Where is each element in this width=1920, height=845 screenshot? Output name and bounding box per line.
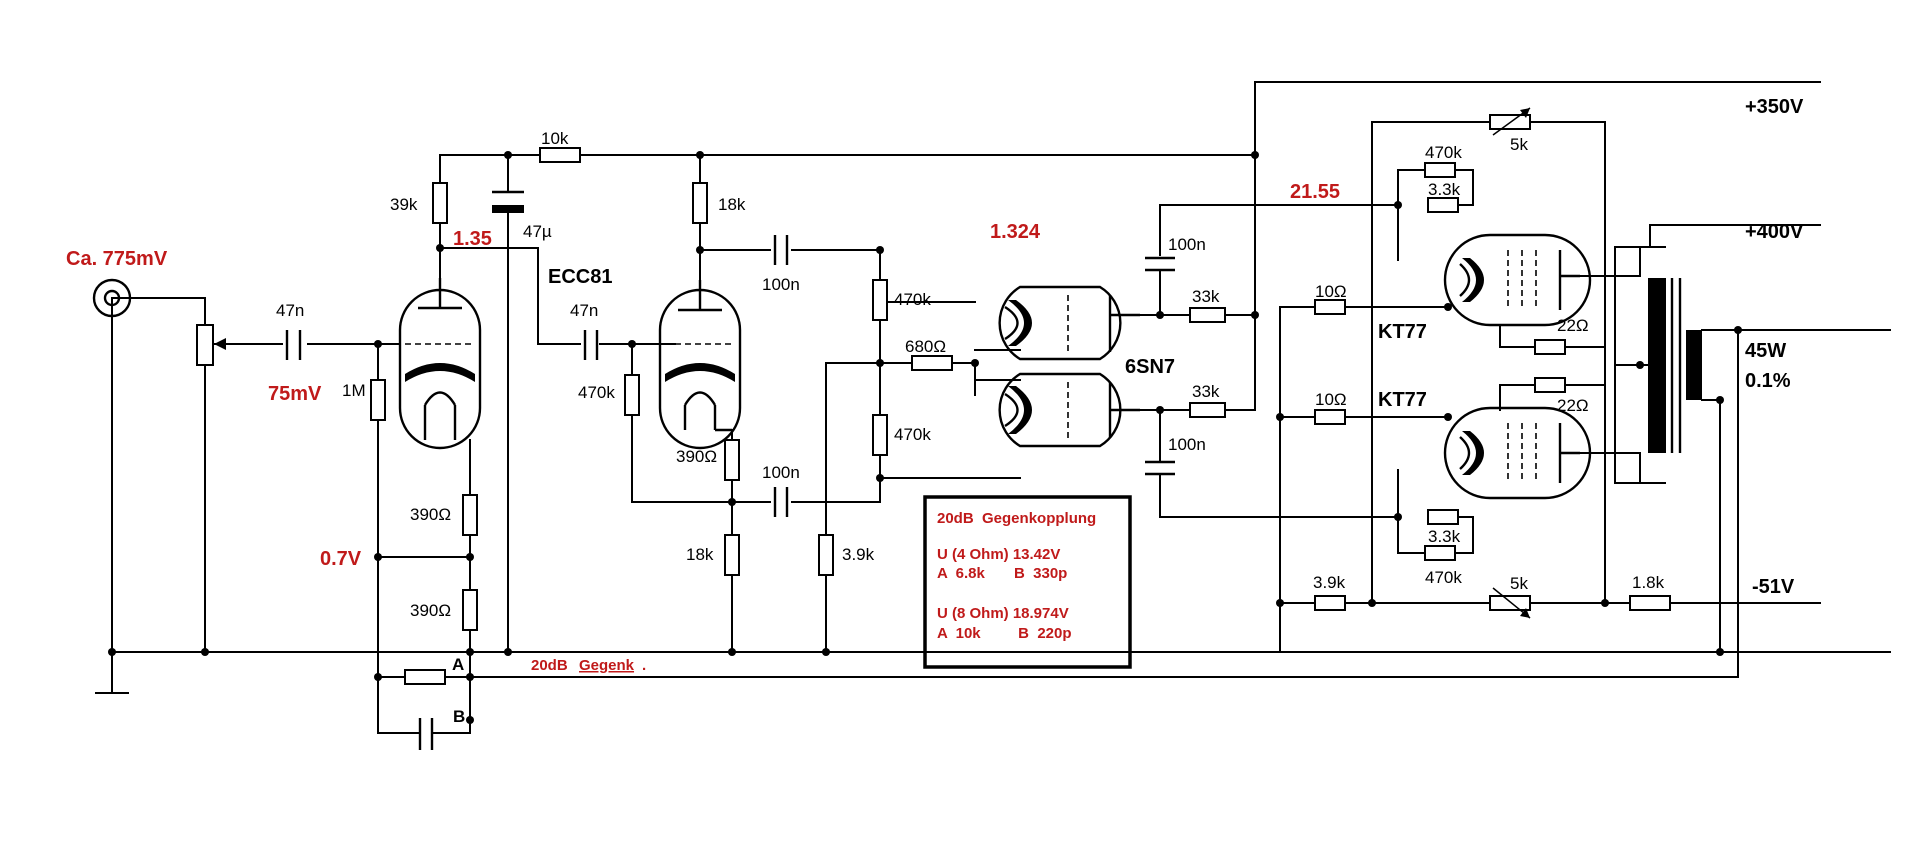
r-plate2-label: 18k	[718, 195, 746, 214]
pot-top-label: 5k	[1510, 135, 1528, 154]
c-out-a-label: 100n	[1168, 235, 1206, 254]
feedback-box-line1: U (4 Ohm) 13.42V	[937, 546, 1060, 563]
tube-6sn7-upper	[998, 285, 1140, 361]
r-grid2-label: 470k	[578, 383, 615, 402]
tube-v2-ecc81	[658, 280, 742, 450]
r-bot-470k-label: 470k	[1425, 568, 1462, 587]
r-bias-right-label: 1.8k	[1632, 573, 1665, 592]
c-dec-label: 47µ	[523, 222, 552, 241]
output-distortion-label: 0.1%	[1745, 370, 1791, 392]
c-couple2b-label: 100n	[762, 463, 800, 482]
r-k2-label: 390Ω	[676, 447, 717, 466]
volume-pot	[196, 324, 226, 366]
r-load-b-label: 33k	[1192, 382, 1220, 401]
capacitors	[285, 190, 1175, 750]
feedback-line-label: 20dB	[531, 657, 568, 674]
v1-plate-voltage: 1.35	[453, 228, 492, 250]
resistors	[370, 107, 1671, 685]
feedback-box-line2: A 6.8k B 330p	[937, 565, 1067, 582]
feedback-point-a: A	[452, 655, 464, 674]
r-grid3b-label: 470k	[894, 425, 931, 444]
r-top-470k-label: 470k	[1425, 143, 1462, 162]
feedback-line-dot: .	[642, 657, 646, 674]
r-k1a-label: 390Ω	[410, 505, 451, 524]
tube-6sn7-lower	[998, 372, 1140, 448]
labels: Ca. 775mV 75mV 0.7V 1.35 1.324 21.55 +35…	[66, 96, 1804, 726]
output-power-label: 45W	[1745, 340, 1786, 362]
junctions	[108, 151, 1742, 724]
feedback-point-b: B	[453, 707, 465, 726]
output-transformer	[1648, 278, 1702, 453]
r-ref-label: 3.9k	[842, 545, 875, 564]
r-k-top-label: 22Ω	[1557, 316, 1589, 335]
r-k1b-label: 390Ω	[410, 601, 451, 620]
r-load-a-label: 33k	[1192, 287, 1220, 306]
tube-kt77-upper	[1443, 233, 1592, 327]
tube-6sn7-label: 6SN7	[1125, 356, 1175, 378]
tube-kt77-upper-label: KT77	[1378, 321, 1427, 343]
r-tail-label: 18k	[686, 545, 714, 564]
r-bias-left-label: 3.9k	[1313, 573, 1346, 592]
r-dec-label: 10k	[541, 129, 569, 148]
rail-bias-label: -51V	[1752, 576, 1795, 598]
feedback-info-box	[923, 495, 1132, 669]
r-bias3-label: 680Ω	[905, 337, 946, 356]
c-out-b-label: 100n	[1168, 435, 1206, 454]
c-in-label: 47n	[276, 301, 304, 320]
tube-ecc81-label: ECC81	[548, 266, 612, 288]
feedback-line-link: Gegenk	[579, 657, 635, 674]
r-top-33k-label: 3.3k	[1428, 180, 1461, 199]
grid-level-label: 75mV	[268, 383, 322, 405]
rail-400-label: +400V	[1745, 221, 1804, 243]
v4-grid-voltage: 21.55	[1290, 181, 1340, 203]
c-couple2a-label: 100n	[762, 275, 800, 294]
r-grid1-label: 1M	[342, 381, 366, 400]
feedback-box-title: 20dB Gegenkopplung	[937, 510, 1096, 527]
r-plate1-label: 39k	[390, 195, 418, 214]
r-g2b-label: 10Ω	[1315, 390, 1347, 409]
v1-cathode-voltage: 0.7V	[320, 548, 362, 570]
c-couple1-label: 47n	[570, 301, 598, 320]
r-bot-33k-label: 3.3k	[1428, 527, 1461, 546]
rail-350-label: +350V	[1745, 96, 1804, 118]
tube-kt77-lower	[1443, 406, 1592, 500]
r-k-bot-label: 22Ω	[1557, 396, 1589, 415]
tube-v1-ecc81	[398, 278, 482, 450]
feedback-box-line4: A 10k B 220p	[937, 625, 1072, 642]
input-jack	[92, 278, 132, 318]
r-grid3a-label: 470k	[894, 290, 931, 309]
v3-grid-voltage: 1.324	[990, 221, 1041, 243]
tube-kt77-lower-label: KT77	[1378, 389, 1427, 411]
r-g2a-label: 10Ω	[1315, 282, 1347, 301]
pot-bot-label: 5k	[1510, 574, 1528, 593]
feedback-box-line3: U (8 Ohm) 18.974V	[937, 605, 1069, 622]
input-level-label: Ca. 775mV	[66, 248, 168, 270]
